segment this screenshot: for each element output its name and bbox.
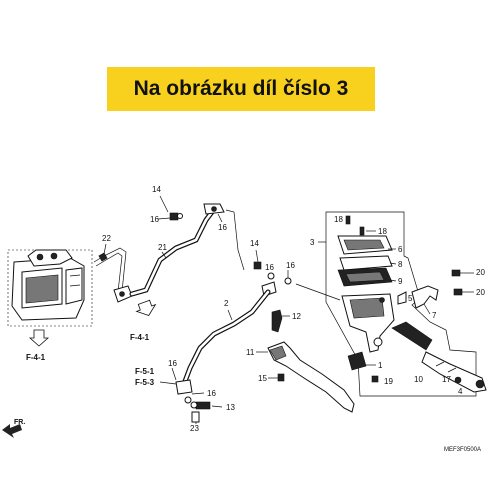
callout-15: 15 bbox=[258, 374, 267, 383]
callout-18-left: 18 bbox=[334, 215, 343, 224]
callout-14-top: 14 bbox=[152, 185, 161, 194]
ref-f-4-1-right: F-4-1 bbox=[130, 333, 150, 342]
callout-19: 19 bbox=[384, 377, 393, 386]
callout-7: 7 bbox=[432, 311, 437, 320]
brake-hose-21: 21 F-4-1 bbox=[129, 203, 225, 342]
callout-16-low-a: 16 bbox=[168, 359, 177, 368]
bolt-group-top: 14 16 16 bbox=[150, 185, 227, 232]
callout-12: 12 bbox=[292, 312, 301, 321]
callout-5: 5 bbox=[408, 294, 413, 303]
callout-16-low-b: 16 bbox=[207, 389, 216, 398]
part-number-banner: Na obrázku díl číslo 3 bbox=[107, 67, 375, 111]
ref-f-5-1: F-5-1 bbox=[135, 367, 155, 376]
front-direction-indicator: FR. bbox=[2, 419, 25, 438]
callout-16-top-right: 16 bbox=[218, 223, 227, 232]
callout-14-mid: 14 bbox=[250, 239, 259, 248]
ref-f-4-1-left: F-4-1 bbox=[26, 353, 46, 362]
front-label: FR. bbox=[14, 419, 25, 426]
callout-11: 11 bbox=[246, 348, 255, 357]
callout-20-bottom: 20 bbox=[476, 288, 485, 297]
callout-13: 13 bbox=[226, 403, 235, 412]
callout-21: 21 bbox=[158, 243, 167, 252]
callout-17: 17 bbox=[442, 375, 451, 384]
callout-22: 22 bbox=[102, 234, 111, 243]
callout-8: 8 bbox=[398, 260, 403, 269]
callout-2: 2 bbox=[224, 299, 229, 308]
ref-arrow-left: F-4-1 bbox=[26, 329, 50, 362]
abs-modulator bbox=[7, 249, 93, 327]
master-cylinder-assembly-3: 3 18 18 6 8 9 5 7 20 bbox=[310, 211, 487, 397]
brake-pipe-22: 22 bbox=[93, 234, 133, 303]
callout-20-top: 20 bbox=[476, 268, 485, 277]
ref-f-5-3: F-5-3 bbox=[135, 378, 155, 387]
callout-18-right: 18 bbox=[378, 227, 387, 236]
brake-switch-12: 12 bbox=[271, 309, 301, 333]
hose-2-group: 14 16 16 2 bbox=[175, 239, 295, 395]
diagram-code: MEF3F0500A bbox=[444, 447, 481, 453]
callout-16-mid-right: 16 bbox=[286, 261, 295, 270]
callout-23: 23 bbox=[190, 424, 199, 433]
callout-3: 3 bbox=[310, 238, 315, 247]
callout-6: 6 bbox=[398, 245, 403, 254]
callout-1: 1 bbox=[378, 361, 383, 370]
callout-9: 9 bbox=[398, 277, 403, 286]
brake-lever-11: 11 15 bbox=[246, 341, 355, 413]
callout-16-mid-left: 16 bbox=[265, 263, 274, 272]
callout-10: 10 bbox=[414, 375, 423, 384]
callout-4: 4 bbox=[458, 387, 463, 396]
callout-16-top-left: 16 bbox=[150, 215, 159, 224]
lower-fittings: F-5-1 F-5-3 16 16 13 23 bbox=[135, 359, 235, 433]
